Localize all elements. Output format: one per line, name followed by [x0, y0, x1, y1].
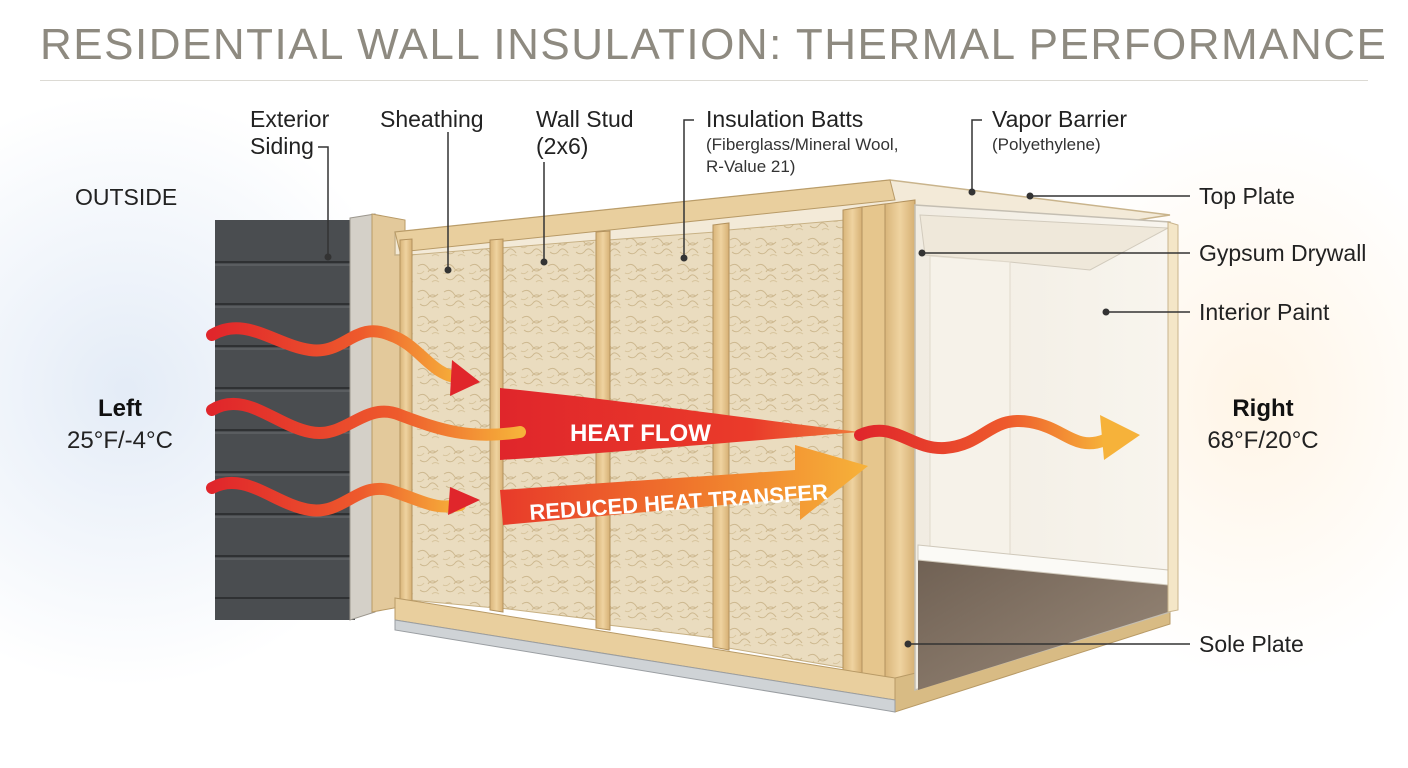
incoming-arrowheads	[448, 360, 480, 515]
insulation-batts-detail-line1: (Fiberglass/Mineral Wool,	[706, 135, 899, 154]
wall-studs	[399, 199, 916, 691]
sole-plate	[394, 597, 1171, 713]
insulation-batts-detail-line2: R-Value 21)	[706, 157, 796, 176]
top-plate-label: Top Plate	[1199, 183, 1295, 209]
incoming-heat-waves	[206, 322, 526, 517]
interior-paint-label: Interior Paint	[1199, 299, 1330, 325]
title-divider	[40, 80, 1368, 81]
interior-room	[914, 204, 1179, 692]
left-temperature-name: Left	[98, 395, 142, 422]
sole-plate-label: Sole Plate	[1199, 631, 1304, 657]
insulation-batts-label: Insulation Batts	[706, 106, 864, 132]
exterior-siding-label-line2: Siding	[250, 133, 314, 159]
exterior-siding-label-line1: Exterior	[250, 106, 330, 132]
right-temperature-name: Right	[1232, 395, 1294, 422]
page-title: RESIDENTIAL WALL INSULATION: THERMAL PER…	[40, 20, 1388, 69]
left-temperature-value: 25°F/-4°C	[67, 427, 173, 454]
outgoing-heat-wave	[854, 414, 1140, 460]
heat-flow-arrow: HEAT FLOW	[500, 388, 860, 460]
heat-flow-label: HEAT FLOW	[570, 420, 711, 447]
vapor-barrier-detail: (Polyethylene)	[992, 135, 1101, 154]
leader-lines	[318, 119, 1190, 645]
sheathing-label: Sheathing	[380, 106, 484, 132]
vapor-barrier-label: Vapor Barrier	[992, 106, 1128, 132]
outside-label: OUTSIDE	[75, 184, 178, 210]
gypsum-drywall-label: Gypsum Drywall	[1199, 240, 1367, 266]
wall-stud-label-line2: (2x6)	[536, 133, 589, 159]
leader-dots	[324, 188, 1110, 648]
right-temperature-value: 68°F/20°C	[1207, 427, 1319, 454]
wall-stud-label-line1: Wall Stud	[536, 106, 634, 132]
